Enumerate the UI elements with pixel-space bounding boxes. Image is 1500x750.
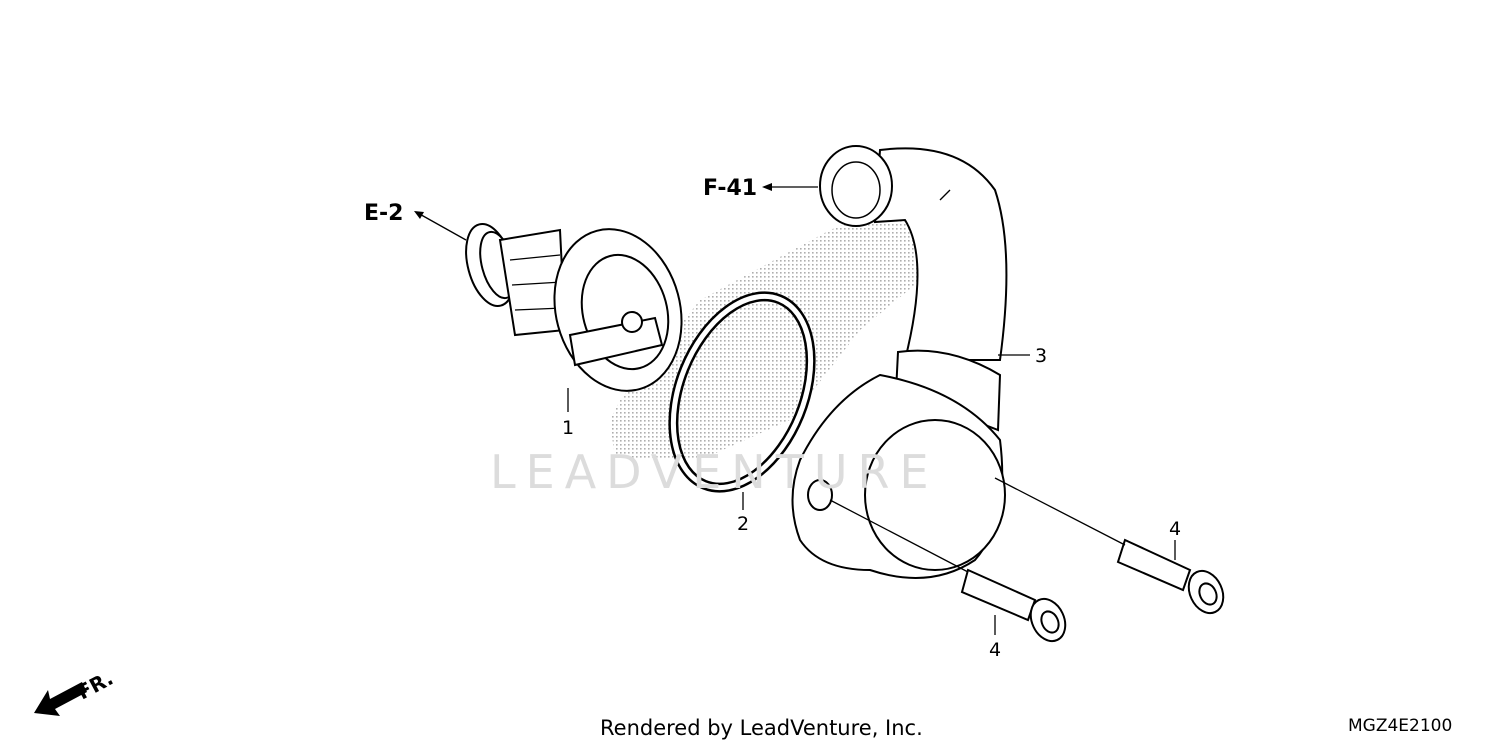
rendered-by-text: Rendered by LeadVenture, Inc. [600, 716, 923, 740]
front-arrow-icon: FR. [34, 666, 117, 716]
callout-3[interactable]: 3 [1035, 345, 1047, 367]
leader-lines [414, 183, 1176, 635]
callout-1[interactable]: 1 [562, 417, 574, 439]
diagram-code: MGZ4E2100 [1348, 716, 1453, 736]
thermostat-housing-part[interactable] [791, 145, 1008, 579]
watermark-text: LEADVENTURE [490, 445, 939, 499]
reference-e-2[interactable]: E-2 [364, 201, 403, 226]
o-ring-part[interactable] [647, 276, 837, 508]
callout-4[interactable]: 4 [1169, 518, 1181, 540]
bolt-part[interactable] [960, 568, 1072, 647]
bolt-part[interactable] [1116, 538, 1230, 619]
reference-f-41[interactable]: F-41 [703, 176, 757, 201]
callout-4[interactable]: 4 [989, 639, 1001, 661]
stipple-watermark [610, 185, 945, 460]
callout-2[interactable]: 2 [737, 513, 749, 535]
thermostat-part[interactable] [458, 215, 699, 406]
direction-label: FR. [73, 666, 117, 705]
